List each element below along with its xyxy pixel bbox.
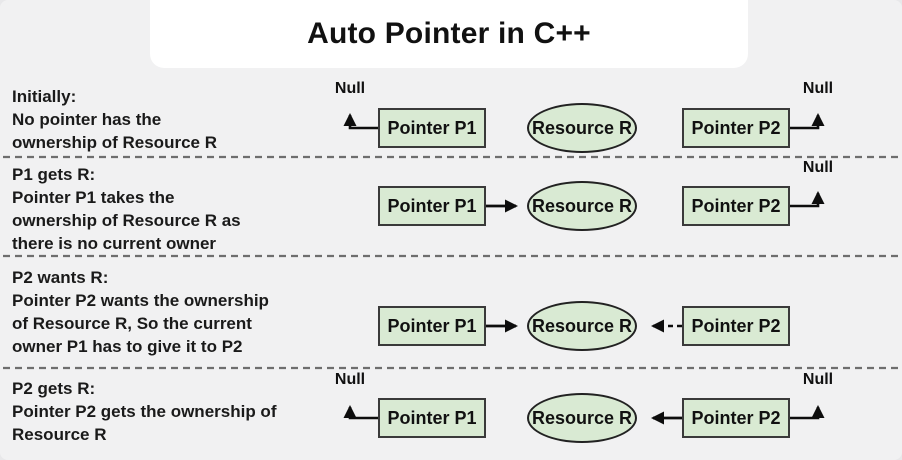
caption-p1-gets-r: P1 gets R: Pointer P1 takes the ownershi… (12, 163, 241, 255)
pointer-p1-node: Pointer P1 (378, 186, 486, 226)
page-title: Auto Pointer in C++ (307, 17, 591, 50)
pointer-p1-node: Pointer P1 (378, 108, 486, 148)
caption-line: Pointer P1 takes the (12, 188, 175, 207)
caption-line: P2 gets R: (12, 379, 96, 398)
caption-initially: Initially: No pointer has the ownership … (12, 85, 217, 154)
arrow-r1-p2-to-null (790, 113, 825, 130)
caption-p2-wants-r: P2 wants R: Pointer P2 wants the ownersh… (12, 266, 269, 358)
resource-r-node: Resource R (527, 181, 637, 231)
caption-line: ownership of Resource R (12, 133, 217, 152)
null-label: Null (334, 80, 366, 97)
caption-line: Pointer P2 gets the ownership of (12, 402, 277, 421)
arrow-r4-p1-to-null (343, 405, 378, 420)
caption-line: Pointer P2 wants the ownership (12, 291, 269, 310)
caption-line: ownership of Resource R as (12, 211, 241, 230)
arrow-r2-p2-to-null (790, 191, 825, 208)
caption-line: Initially: (12, 87, 77, 106)
pointer-p2-node: Pointer P2 (682, 398, 790, 438)
title-panel: Auto Pointer in C++ (150, 0, 748, 68)
caption-line: Resource R (12, 425, 107, 444)
pointer-p2-node: Pointer P2 (682, 306, 790, 346)
caption-line: P1 gets R: (12, 165, 96, 184)
caption-line: owner P1 has to give it to P2 (12, 337, 243, 356)
caption-line: No pointer has the (12, 110, 162, 129)
arrow-r1-p1-to-null (343, 113, 378, 130)
null-label: Null (334, 371, 366, 388)
null-label: Null (802, 371, 834, 388)
caption-p2-gets-r: P2 gets R: Pointer P2 gets the ownership… (12, 377, 276, 446)
null-label: Null (802, 159, 834, 176)
pointer-p1-node: Pointer P1 (378, 398, 486, 438)
caption-line: of Resource R, So the current (12, 314, 252, 333)
pointer-p2-node: Pointer P2 (682, 108, 790, 148)
resource-r-node: Resource R (527, 301, 637, 351)
pointer-p1-node: Pointer P1 (378, 306, 486, 346)
resource-r-node: Resource R (527, 393, 637, 443)
caption-line: P2 wants R: (12, 268, 109, 287)
arrow-r4-p2-to-null (790, 405, 825, 420)
pointer-p2-node: Pointer P2 (682, 186, 790, 226)
resource-r-node: Resource R (527, 103, 637, 153)
caption-line: there is no current owner (12, 234, 217, 253)
null-label: Null (802, 80, 834, 97)
